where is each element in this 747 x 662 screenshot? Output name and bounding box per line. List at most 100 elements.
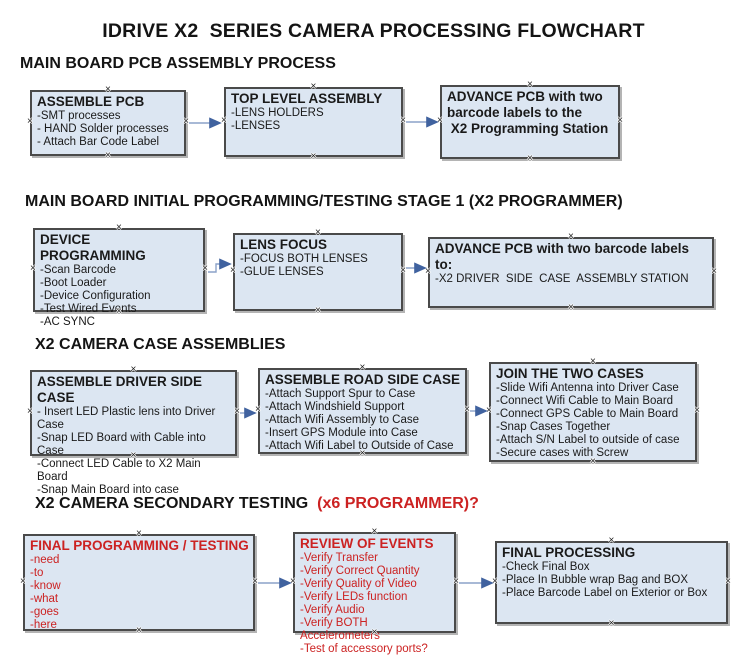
- box-line: -goes: [30, 606, 59, 618]
- box-title: ASSEMBLE PCB: [37, 94, 145, 109]
- connection-point-icon: ×: [453, 575, 459, 587]
- connection-point-icon: ×: [437, 115, 443, 126]
- box-line: -LENS HOLDERS: [231, 107, 324, 119]
- box-title: DEVICE PROGRAMMING: [40, 232, 146, 263]
- connection-point-icon: ×: [221, 115, 227, 126]
- connection-point-icon: ×: [315, 305, 321, 316]
- connection-point-icon: ×: [310, 151, 317, 162]
- section-heading-pcb-assembly: MAIN BOARD PCB ASSEMBLY PROCESS: [20, 55, 336, 72]
- box-line: -Verify Transfer: [300, 552, 378, 564]
- box-review-of-events[interactable]: REVIEW OF EVENTS -Verify Transfer -Verif…: [290, 527, 459, 656]
- connection-point-icon: ×: [400, 265, 406, 276]
- connection-point-icon: ×: [230, 265, 236, 276]
- box-join-the-two-cases[interactable]: JOIN THE TWO CASES -Slide Wifi Antenna i…: [486, 357, 700, 467]
- box-title: REVIEW OF EVENTS: [300, 536, 434, 551]
- box-lens-focus[interactable]: LENS FOCUS -FOCUS BOTH LENSES -GLUE LENS…: [230, 228, 406, 316]
- box-line: -AC SYNC: [40, 316, 95, 328]
- connection-point-icon: ×: [694, 405, 700, 416]
- box-line: -Place Barcode Label on Exterior or Box: [502, 587, 708, 599]
- box-line: -FOCUS BOTH LENSES: [240, 253, 368, 265]
- box-title: ADVANCE PCB with two barcode labels to:: [435, 241, 693, 272]
- box-line: -Attach S/N Label to outside of case: [496, 434, 680, 446]
- box-line: -Scan Barcode: [40, 264, 117, 276]
- connection-point-icon: ×: [105, 150, 111, 161]
- connection-point-icon: ×: [711, 265, 717, 277]
- connection-point-icon: ×: [234, 406, 240, 417]
- connection-point-icon: ×: [252, 575, 258, 587]
- box-line: - Attach Bar Code Label: [37, 136, 160, 148]
- box-title: ADVANCE PCB with two barcode labels to t…: [447, 89, 609, 136]
- connection-point-icon: ×: [527, 153, 533, 164]
- connection-point-icon: ×: [30, 263, 36, 274]
- box-line: -Insert GPS Module into Case: [265, 427, 418, 439]
- box-line: -Snap Cases Together: [496, 421, 611, 433]
- box-line: -X2 DRIVER SIDE CASE ASSEMBLY STATION: [435, 273, 689, 285]
- box-line: -Attach Wifi Assembly to Case: [265, 414, 420, 426]
- box-line: -Verify Quality of Video: [300, 578, 417, 590]
- arrow-device-programming-to-lens-focus: [208, 258, 232, 273]
- box-line: -Connect LED Cable to X2 Main Board: [37, 458, 204, 483]
- connection-point-icon: ×: [608, 618, 615, 629]
- box-line: -Verify LEDs function: [300, 591, 408, 603]
- section-heading-secondary-testing-red: (x6 PROGRAMMER)?: [312, 495, 479, 512]
- box-line: -GLUE LENSES: [240, 266, 324, 278]
- box-line: -Verify BOTH Accelerometers: [300, 617, 380, 642]
- box-line: -Connect GPS Cable to Main Board: [496, 408, 679, 420]
- box-title: FINAL PROGRAMMING / TESTING: [30, 538, 249, 553]
- box-final-processing[interactable]: FINAL PROCESSING -Check Final Box -Place…: [492, 536, 731, 629]
- box-line: -Connect Wifi Cable to Main Board: [496, 395, 674, 407]
- box-assemble-road-side-case[interactable]: ASSEMBLE ROAD SIDE CASE -Attach Support …: [255, 363, 470, 459]
- box-final-programming-testing[interactable]: FINAL PROGRAMMING / TESTING -need -to -k…: [20, 529, 258, 636]
- connection-point-icon: ×: [617, 115, 623, 126]
- box-line: -Test Wired Events: [40, 303, 137, 315]
- connection-point-icon: ×: [568, 302, 574, 313]
- box-line: -Attach Support Spur to Case: [265, 388, 416, 400]
- box-line: - HAND Solder processes: [37, 123, 169, 135]
- box-top-level-assembly[interactable]: TOP LEVEL ASSEMBLY -LENS HOLDERS -LENSES…: [221, 82, 406, 162]
- box-title: LENS FOCUS: [240, 237, 328, 252]
- box-line: -Device Configuration: [40, 290, 151, 302]
- connection-point-icon: ×: [425, 265, 431, 277]
- box-line: -to: [30, 567, 44, 579]
- box-title: TOP LEVEL ASSEMBLY: [231, 91, 383, 106]
- box-line: -Verify Correct Quantity: [300, 565, 420, 577]
- box-title: FINAL PROCESSING: [502, 545, 636, 560]
- section-heading-secondary-testing-black: X2 CAMERA SECONDARY TESTING: [35, 495, 313, 512]
- box-advance-pcb-driver-side-station[interactable]: ADVANCE PCB with two barcode labels to: …: [425, 232, 717, 313]
- box-line: -Attach Windshield Support: [265, 401, 405, 413]
- box-line: - Insert LED Plastic lens into Driver Ca…: [37, 406, 219, 431]
- connection-point-icon: ×: [290, 575, 296, 587]
- connection-point-icon: ×: [486, 405, 492, 416]
- connection-point-icon: ×: [202, 263, 208, 274]
- box-line: -Place In Bubble wrap Bag and BOX: [502, 574, 689, 586]
- box-line: -what: [30, 593, 59, 605]
- connection-point-icon: ×: [725, 575, 731, 587]
- box-line: -Snap Main Board into case: [37, 484, 179, 496]
- box-line: -know: [30, 580, 61, 592]
- box-line: -SMT processes: [37, 110, 121, 122]
- section-heading-secondary-testing: X2 CAMERA SECONDARY TESTING (x6 PROGRAMM…: [35, 495, 479, 513]
- connection-point-icon: ×: [183, 116, 189, 127]
- box-title: ASSEMBLE ROAD SIDE CASE: [265, 372, 461, 387]
- box-line: -Boot Loader: [40, 277, 107, 289]
- connection-point-icon: ×: [464, 404, 470, 415]
- box-assemble-driver-side-case[interactable]: ASSEMBLE DRIVER SIDE CASE - Insert LED P…: [27, 365, 240, 497]
- box-line: -Attach Wifi Label to Outside of Case: [265, 440, 454, 452]
- connection-point-icon: ×: [400, 115, 406, 126]
- connection-point-icon: ×: [492, 575, 498, 587]
- connection-point-icon: ×: [255, 404, 261, 415]
- section-heading-case-assemblies: X2 CAMERA CASE ASSEMBLIES: [35, 336, 286, 353]
- box-device-programming[interactable]: DEVICE PROGRAMMING -Scan Barcode -Boot L…: [30, 223, 208, 329]
- box-line: -Snap LED Board with Cable into Case: [37, 432, 209, 457]
- box-line: -need: [30, 554, 60, 566]
- box-line: -here: [30, 619, 57, 631]
- box-advance-pcb-programming-station[interactable]: ADVANCE PCB with two barcode labels to t…: [437, 80, 623, 164]
- box-title: ASSEMBLE DRIVER SIDE CASE: [37, 374, 206, 405]
- box-line: -LENSES: [231, 120, 281, 132]
- box-assemble-pcb[interactable]: ASSEMBLE PCB -SMT processes - HAND Solde…: [27, 85, 189, 161]
- connection-point-icon: ×: [27, 406, 33, 417]
- box-line: -Verify Audio: [300, 604, 365, 616]
- box-line: -Secure cases with Screw: [496, 447, 629, 459]
- box-line: -Test of accessory ports?: [300, 643, 428, 655]
